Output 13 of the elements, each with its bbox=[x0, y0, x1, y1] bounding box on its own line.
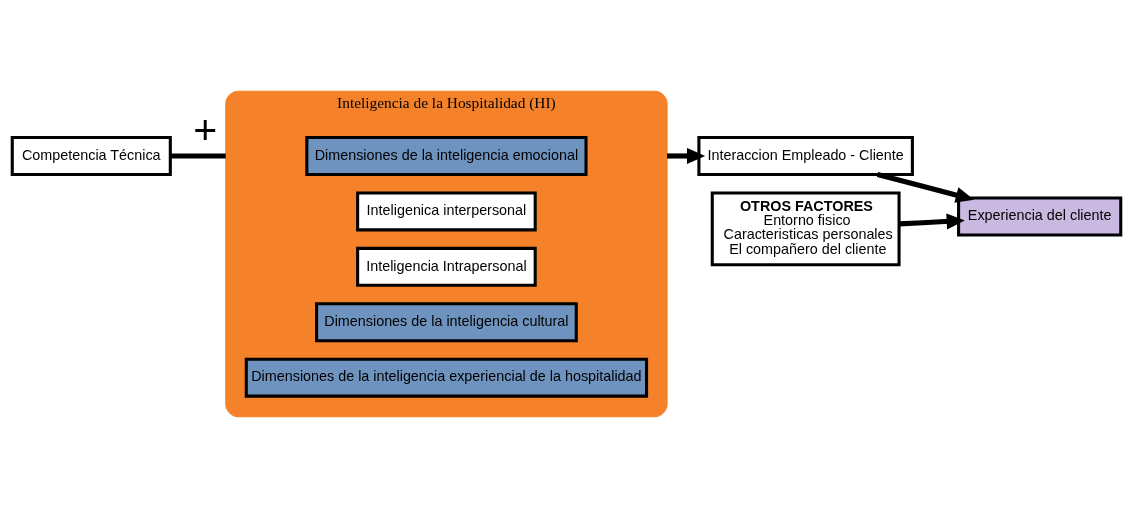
edge-label: + bbox=[193, 106, 218, 153]
node-box: Inteligencia Intrapersonal bbox=[356, 246, 537, 287]
node-box: Dimensiones de la inteligencia experiencial de la hospitalidad bbox=[244, 357, 649, 398]
node-box: Experiencia del cliente bbox=[957, 196, 1123, 237]
node-box: Interaccion Empleado - Cliente bbox=[697, 135, 914, 176]
node-box: OTROS FACTORES Entorno fisico Caracteristicas personales El compañero del cliente bbox=[710, 191, 901, 267]
node-box: Competencia Técnica bbox=[10, 135, 172, 176]
arrow bbox=[899, 213, 965, 230]
arrow bbox=[667, 148, 706, 164]
node-box: Inteligenica interpersonal bbox=[356, 191, 537, 232]
node-box: Dimensiones de la inteligencia cultural bbox=[315, 302, 578, 343]
node-box: Dimensiones de la inteligencia emocional bbox=[305, 135, 588, 176]
connector bbox=[170, 153, 226, 159]
